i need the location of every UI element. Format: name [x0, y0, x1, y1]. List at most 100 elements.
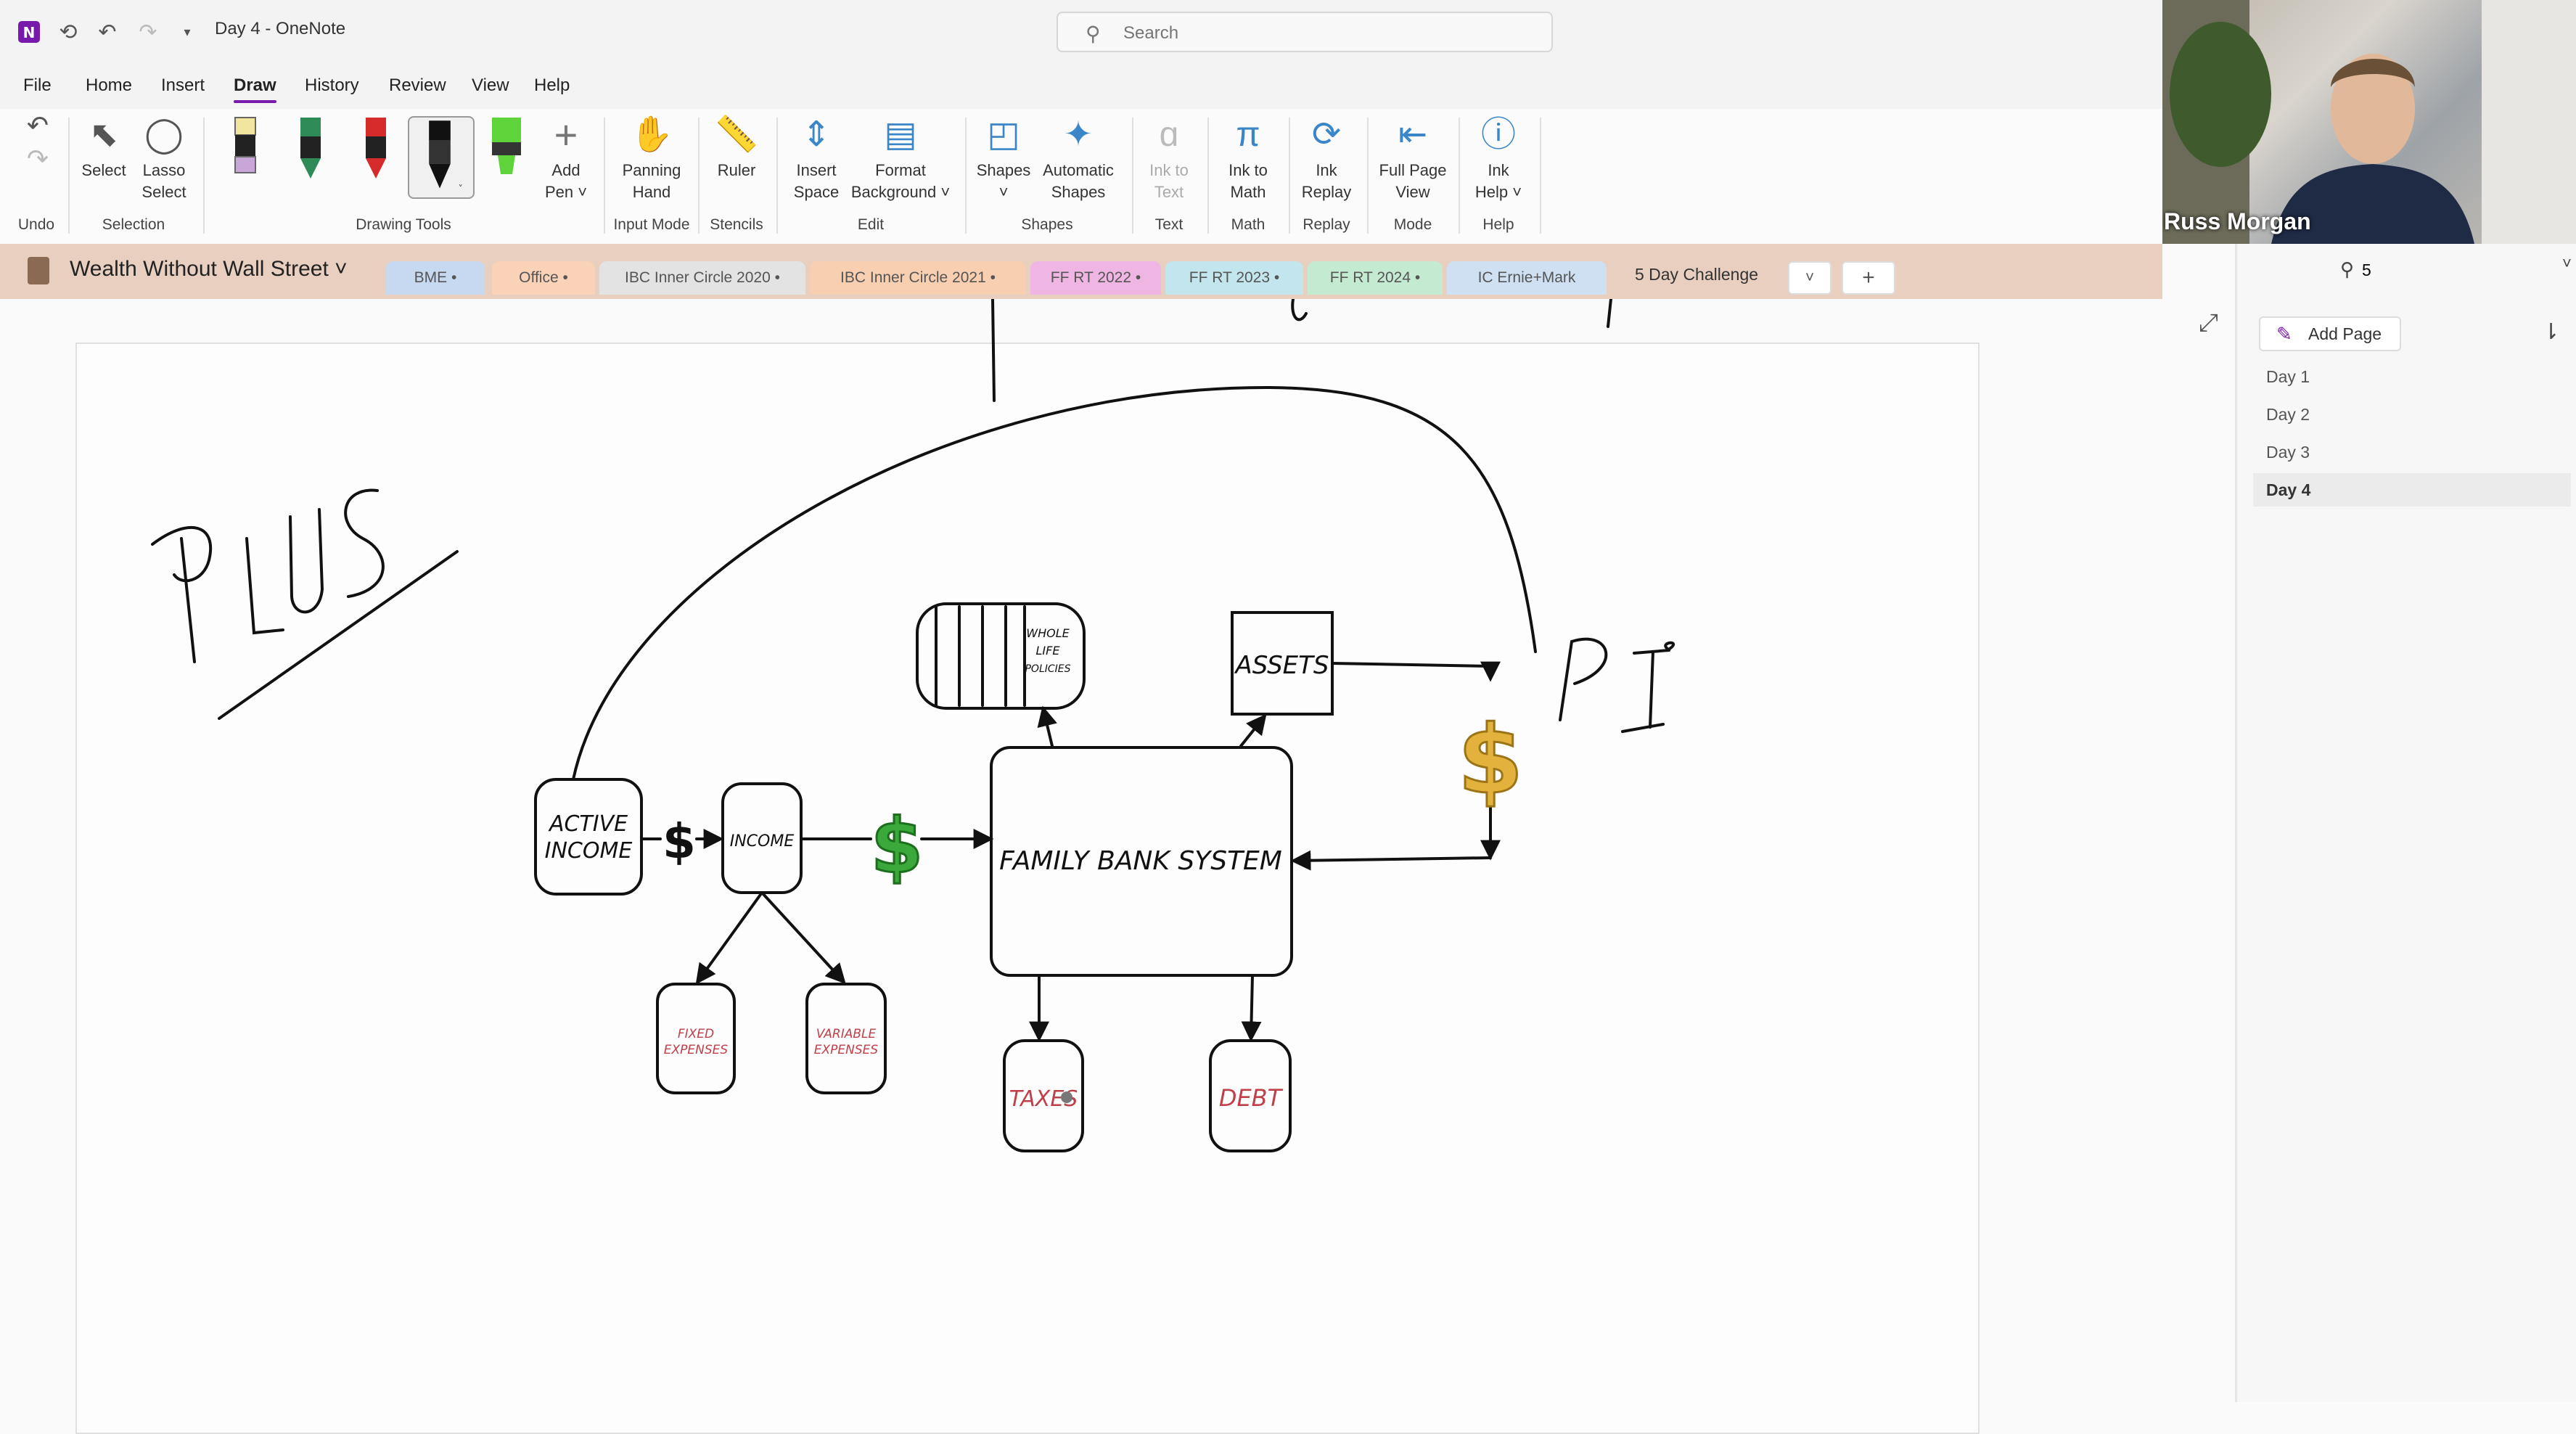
highlighter-green-icon[interactable]	[483, 115, 530, 187]
ruler-label: Ruler	[717, 161, 756, 179]
section-tab-ff-rt-2022[interactable]: FF RT 2022 •	[1030, 261, 1161, 295]
section-tab-ff-rt-2023[interactable]: FF RT 2023 •	[1165, 261, 1303, 295]
lasso-icon: ◯	[144, 115, 184, 154]
panning-hand-button[interactable]: ✋ Panning Hand	[611, 115, 692, 203]
menu-draw[interactable]: Draw	[234, 75, 276, 103]
dollar-sign-black: $	[663, 814, 696, 869]
section-tab-ic-ernie-mark[interactable]: IC Ernie+Mark	[1447, 261, 1607, 295]
add-section-button[interactable]: +	[1842, 261, 1895, 295]
ink-to-text-button[interactable]: ɑ Ink to Text	[1139, 115, 1199, 203]
group-label-drawing-tools: Drawing Tools	[356, 216, 451, 233]
ribbon-undo-button[interactable]: ↶	[20, 112, 55, 140]
onenote-logo-icon: N	[13, 16, 45, 48]
lasso-select-button[interactable]: ◯ Lasso Select	[136, 115, 192, 203]
group-label-replay: Replay	[1303, 216, 1350, 233]
add-page-label: Add Page	[2308, 324, 2382, 343]
sort-icon[interactable]: ⇂	[2542, 320, 2561, 344]
section-tab-ff-rt-2024[interactable]: FF RT 2024 •	[1308, 261, 1443, 295]
menu-history[interactable]: History	[305, 75, 359, 95]
page-item-day-3[interactable]: Day 3	[2266, 443, 2310, 462]
menu-insert[interactable]: Insert	[161, 75, 205, 95]
ink-to-math-label-1: Ink to	[1228, 161, 1268, 179]
page-item-day-4[interactable]: Day 4	[2253, 473, 2571, 507]
note-canvas[interactable]: ⤢	[0, 299, 2235, 1434]
ink-letter-i	[1621, 649, 1670, 733]
expand-icon[interactable]: ⤢	[2199, 309, 2219, 337]
pen-green-icon[interactable]	[287, 115, 334, 187]
tab-label: FF RT 2023 •	[1189, 269, 1280, 286]
ink-to-math-button[interactable]: π Ink to Math	[1215, 115, 1281, 203]
group-label-mode: Mode	[1393, 216, 1432, 233]
assets-label: ASSETS	[1234, 651, 1329, 680]
chevron-down-icon[interactable]: ˅	[2562, 254, 2572, 272]
arrow-to-debt	[1241, 974, 1262, 1042]
section-tab-bme[interactable]: BME •	[386, 261, 485, 295]
tab-label: FF RT 2024 •	[1329, 269, 1421, 286]
ribbon-separator	[203, 118, 205, 234]
whole-life-label-2: LIFE	[1036, 644, 1061, 657]
svg-text:˅: ˅	[458, 183, 462, 194]
search-box[interactable]: ⚲	[1057, 12, 1553, 52]
insert-space-button[interactable]: ⇕ Insert Space	[784, 115, 849, 203]
add-pen-button[interactable]: + Add Pen ˅	[541, 115, 591, 203]
pen-highlighter-yellow-icon[interactable]	[222, 115, 268, 187]
section-tab-5-day-challenge[interactable]: 5 Day Challenge	[1611, 253, 1782, 296]
lasso-label-1: Lasso	[142, 161, 186, 179]
group-label-stencils: Stencils	[710, 216, 763, 233]
auto-shapes-label-2: Shapes	[1051, 183, 1106, 201]
pen-red-icon[interactable]	[353, 115, 399, 187]
note-page[interactable]	[75, 343, 1980, 1434]
menu-help[interactable]: Help	[534, 75, 570, 95]
ink-replay-button[interactable]: ⟳ Ink Replay	[1296, 115, 1357, 203]
select-button[interactable]: ⬉ Select	[75, 115, 132, 181]
variable-expenses-label-1: VARIABLE	[816, 1027, 877, 1041]
undo-icon[interactable]: ↶	[98, 20, 117, 44]
insert-space-label-2: Space	[793, 183, 840, 201]
back-icon[interactable]: ⟲	[59, 20, 78, 44]
ruler-button[interactable]: 📏 Ruler	[707, 115, 766, 181]
menu-review[interactable]: Review	[389, 75, 446, 95]
ink-to-text-icon: ɑ	[1159, 115, 1179, 154]
tab-label: IC Ernie+Mark	[1477, 269, 1576, 286]
ink-help-button[interactable]: ⓘ Ink Help ˅	[1466, 115, 1531, 203]
full-page-view-button[interactable]: ⇤ Full Page View	[1373, 115, 1453, 203]
group-label-math: Math	[1231, 216, 1266, 233]
help-icon: ⓘ	[1480, 115, 1516, 154]
ribbon-redo-button[interactable]: ↷	[20, 146, 55, 173]
menu-file[interactable]: File	[23, 75, 52, 95]
ink-letter-p	[151, 526, 212, 663]
automatic-shapes-button[interactable]: ✦ Automatic Shapes	[1036, 115, 1120, 203]
add-page-button[interactable]: ✎ Add Page	[2259, 316, 2401, 351]
section-tab-ibc-2021[interactable]: IBC Inner Circle 2021 •	[810, 261, 1026, 295]
select-label: Select	[81, 161, 126, 179]
section-search-input[interactable]	[2360, 255, 2576, 284]
search-input[interactable]	[1122, 20, 1531, 46]
more-sections-button[interactable]: ˅	[1788, 261, 1831, 295]
section-search[interactable]: ⚲ ✕	[2281, 253, 2576, 290]
pen-black-selected[interactable]: ˅	[408, 116, 475, 199]
menu-home[interactable]: Home	[86, 75, 133, 95]
shapes-button[interactable]: ◰ Shapes ˅	[974, 115, 1033, 203]
tab-label: 5 Day Challenge	[1634, 264, 1759, 284]
income-label: INCOME	[730, 832, 795, 851]
section-tab-office[interactable]: Office •	[492, 261, 595, 295]
ink-letter-s	[344, 488, 385, 598]
notebook-selector[interactable]: Wealth Without Wall Street ˅	[70, 257, 348, 281]
presenter-name: Russ Morgan	[2164, 208, 2311, 234]
redo-icon[interactable]: ↷	[139, 20, 157, 44]
add-pen-label-2: Pen ˅	[544, 183, 588, 201]
customize-toolbar-icon[interactable]: ▾	[184, 24, 191, 39]
arrow-return-to-bank	[1290, 850, 1492, 871]
page-item-day-1[interactable]: Day 1	[2266, 367, 2310, 386]
format-background-button[interactable]: ▤ Format Background ˅	[849, 115, 952, 203]
ink-to-text-label-1: Ink to	[1149, 161, 1189, 179]
panning-label-1: Panning	[622, 161, 681, 179]
ribbon-separator	[604, 118, 605, 234]
ribbon-separator	[698, 118, 700, 234]
plus-underline	[218, 550, 459, 720]
cursor-icon: ⬉	[89, 115, 119, 154]
menu-view[interactable]: View	[472, 75, 509, 95]
page-item-day-2[interactable]: Day 2	[2266, 405, 2310, 424]
section-tab-ibc-2020[interactable]: IBC Inner Circle 2020 •	[599, 261, 805, 295]
plus-icon: +	[1862, 266, 1875, 290]
